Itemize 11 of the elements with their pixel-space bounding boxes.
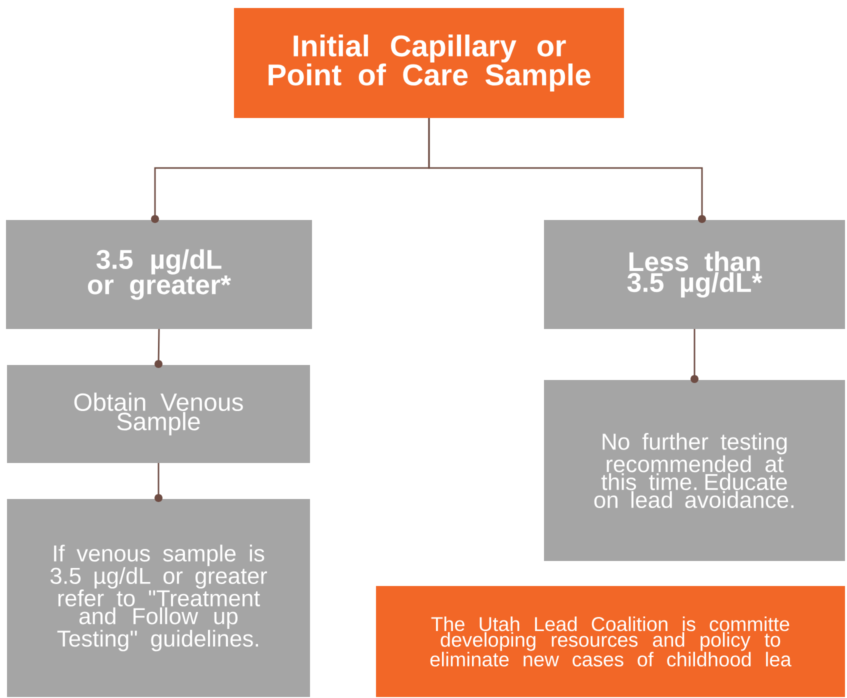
connector [154, 463, 162, 502]
heading-box: 3.5 µg/dL or greater* [6, 220, 312, 329]
connector [690, 329, 698, 383]
process-box: Obtain Venous Sample [7, 365, 310, 463]
heading-box: Less than 3.5 µg/dL* [544, 220, 845, 329]
note-box: The Utah Lead Coalition is committe developing resources and policy to eliminate new cases of childhood lea [376, 586, 845, 697]
connector [154, 328, 162, 368]
heading-box: Initial Capillary or Point of Care Sample [234, 8, 624, 118]
connector [428, 118, 706, 223]
process-box: No further testing recommended at this time. Educate on lead avoidance. [544, 380, 845, 561]
process-box: If venous sample is 3.5 µg/dL or greater refer to "Treatment and Follow up Testing" guidelines. [7, 499, 310, 697]
